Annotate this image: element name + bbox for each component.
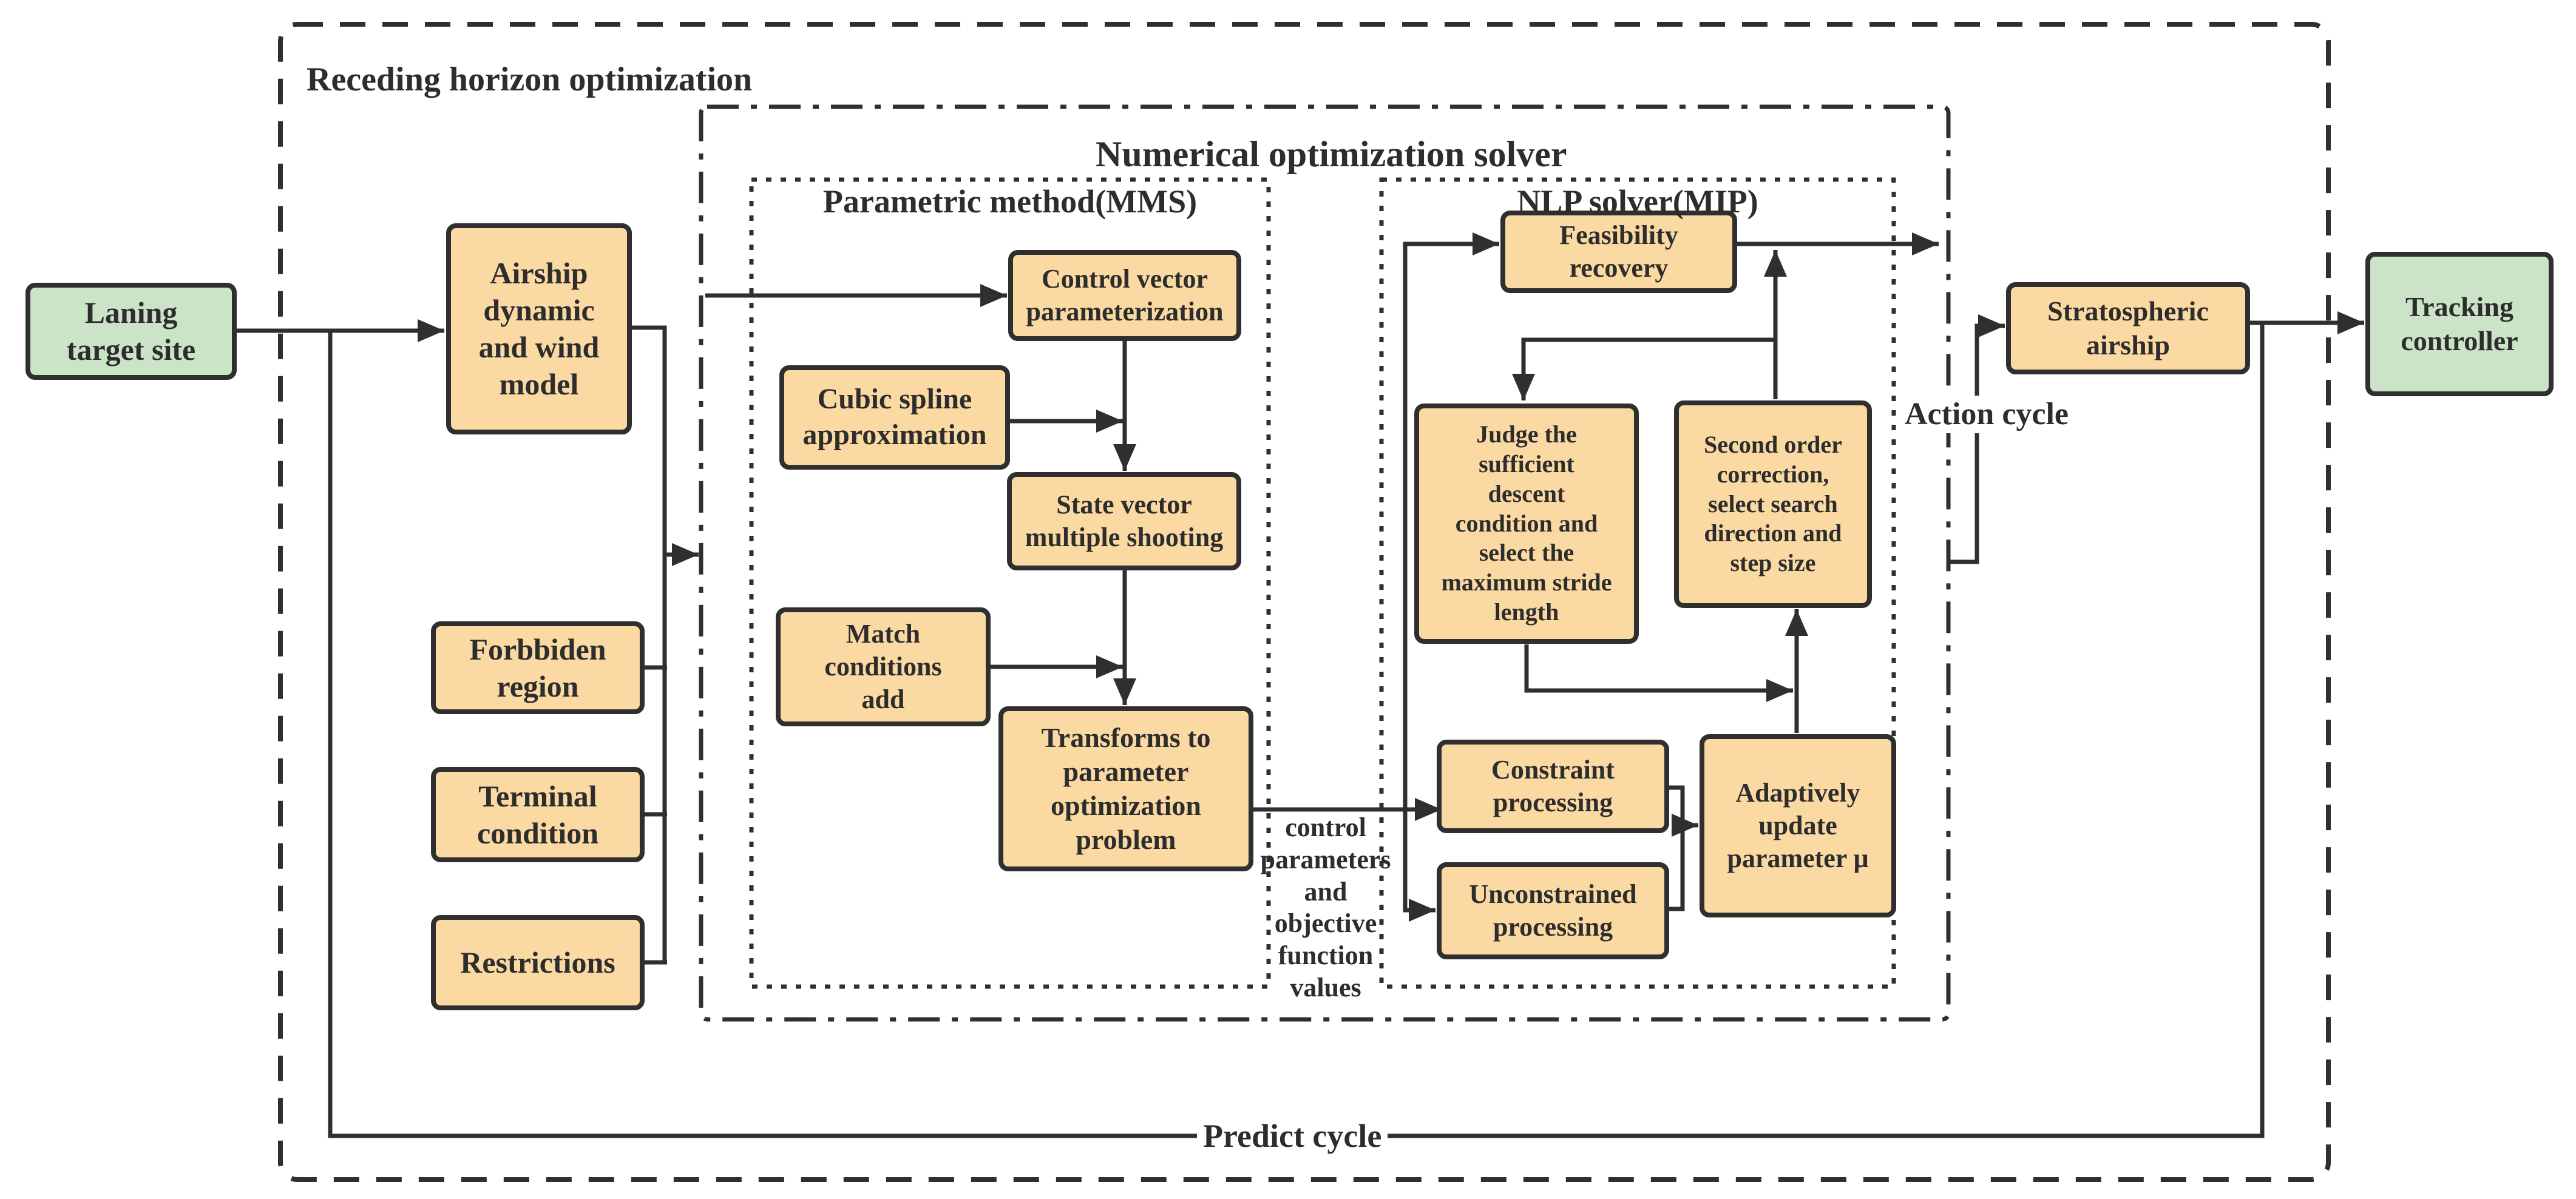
node-transforms-to-parameter-problem: Transforms to parameter optimization pro… [998, 706, 1253, 871]
node-feasibility-recovery: Feasibility recovery [1500, 211, 1737, 293]
node-control-vector-parameterization: Control vector parameterization [1008, 250, 1241, 341]
edge-judge-out [1524, 644, 1793, 702]
node-restrictions: Restrictions [431, 915, 645, 1010]
label-control-parameters: control parameters and objective functio… [1260, 812, 1391, 1002]
edge-branch-to-judge [1512, 337, 1775, 400]
parametric-box-border [749, 177, 1271, 989]
node-second-order-correction: Second order correction, select search d… [1674, 400, 1872, 608]
edge-branch-to-unconstrained [1403, 809, 1435, 922]
edge-predict-cycle-loop [328, 323, 2265, 1138]
nlp-box-title: NLP solver(MIP) [1517, 183, 1758, 220]
node-stratospheric-airship: Stratospheric airship [2006, 282, 2250, 374]
label-action-cycle: Action cycle [1899, 396, 2075, 434]
node-laning-target-site: Laning target site [25, 283, 237, 380]
node-cubic-spline-approximation: Cubic spline approximation [779, 365, 1010, 470]
parametric-box-title: Parametric method(MMS) [822, 183, 1198, 220]
edge-airship-to-solver [631, 325, 699, 566]
label-predict-cycle: Predict cycle [1197, 1116, 1388, 1156]
receding-box-border [278, 22, 2331, 1182]
node-airship-dynamic-wind-model: Airship dynamic and wind model [446, 223, 632, 434]
node-judge-sufficient-descent: Judge the sufficient descent condition a… [1414, 404, 1639, 644]
edge-processing-bracket [1669, 785, 1685, 911]
node-adaptively-update-parameter: Adaptively update parameter μ [1700, 734, 1896, 917]
node-constraint-processing: Constraint processing [1437, 740, 1669, 833]
node-terminal-condition: Terminal condition [431, 767, 645, 862]
node-tracking-controller: Tracking controller [2365, 252, 2554, 396]
node-state-vector-multiple-shooting: State vector multiple shooting [1007, 472, 1241, 570]
numerical-box-title: Numerical optimization solver [1096, 134, 1567, 174]
edge-collector-trunk [645, 555, 667, 965]
receding-box-title: Receding horizon optimization [307, 61, 753, 98]
node-match-conditions-add: Match conditions add [776, 607, 991, 726]
nlp-box-border [1379, 177, 1896, 989]
node-unconstrained-processing: Unconstrained processing [1437, 862, 1669, 959]
edge-action-cycle [1948, 314, 2005, 564]
edge-branch-to-feasibility [1403, 232, 1499, 809]
node-forbbiden-region: Forbbiden region [431, 621, 645, 714]
